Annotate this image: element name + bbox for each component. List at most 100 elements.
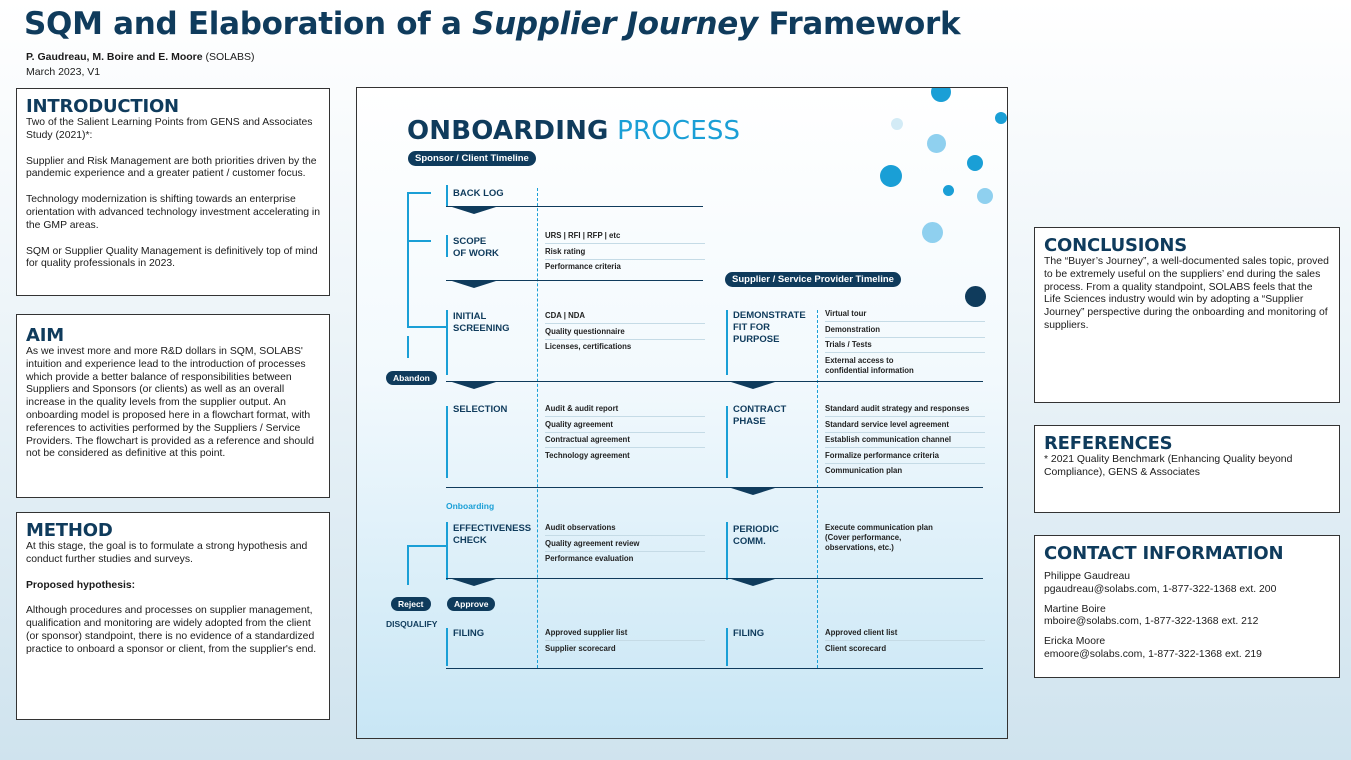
references-heading: REFERENCES xyxy=(1044,433,1173,454)
detail-item: Supplier scorecard xyxy=(545,643,616,653)
method-box: METHOD At this stage, the goal is to for… xyxy=(16,512,330,720)
step-separator xyxy=(446,578,983,580)
step-arrow xyxy=(731,488,775,495)
contact-name: Philippe Gaudreau xyxy=(1044,571,1131,582)
aim-paragraph: As we invest more and more R&D dollars i… xyxy=(26,346,315,460)
conclusions-heading: CONCLUSIONS xyxy=(1044,235,1188,256)
screening-details: CDA | NDA Quality questionnaire Licenses… xyxy=(545,311,705,357)
supplier-track xyxy=(726,406,728,478)
decorative-dot xyxy=(891,118,903,130)
contact-details: pgaudreau@solabs.com, 1-877-322-1368 ext… xyxy=(1044,583,1277,595)
step-separator xyxy=(446,668,983,670)
detail-item: Trials / Tests xyxy=(825,340,985,353)
step-demonstrate-fit: DEMONSTRATE FIT FOR PURPOSE xyxy=(733,310,806,345)
step-arrow xyxy=(452,579,496,586)
reject-badge: Reject xyxy=(391,597,431,611)
detail-item: Virtual tour xyxy=(825,309,985,322)
decorative-dot xyxy=(977,188,993,204)
detail-item: Approved client list xyxy=(825,628,985,641)
detail-item: Demonstration xyxy=(825,325,985,338)
supplier-timeline-pill: Supplier / Service Provider Timeline xyxy=(725,272,901,287)
method-hypothesis-label: Proposed hypothesis: xyxy=(26,579,136,591)
scope-details: URS | RFI | RFP | etc Risk rating Perfor… xyxy=(545,231,705,277)
aim-heading: AIM xyxy=(26,325,64,346)
introduction-heading: INTRODUCTION xyxy=(26,96,179,117)
step-effectiveness-check: EFFECTIVENESS CHECK xyxy=(453,523,532,546)
detail-item: Audit observations xyxy=(545,523,705,536)
onboarding-label: Onboarding xyxy=(446,501,495,511)
decorative-dot xyxy=(927,134,946,153)
conclusions-paragraph: The “Buyer’s Journey”, a well-documented… xyxy=(1044,256,1329,331)
authors: P. Gaudreau, M. Boire and E. Moore (SOLA… xyxy=(26,51,255,63)
detail-item: Execute communication plan (Cover perfor… xyxy=(825,523,933,552)
arrow-backlog xyxy=(407,192,431,194)
step-separator xyxy=(446,206,703,208)
detail-item: Establish communication channel xyxy=(825,435,985,448)
method-paragraph: At this stage, the goal is to formulate … xyxy=(26,541,308,565)
sponsor-track xyxy=(446,310,448,375)
detail-item: Quality questionnaire xyxy=(545,327,705,340)
detail-item: Performance criteria xyxy=(545,262,621,271)
introduction-box: INTRODUCTION Two of the Salient Learning… xyxy=(16,88,330,296)
intro-paragraph: Supplier and Risk Management are both pr… xyxy=(26,155,317,180)
contact-details: emoore@solabs.com, 1-877-322-1368 ext. 2… xyxy=(1044,648,1262,660)
detail-item: Licenses, certifications xyxy=(545,342,632,351)
demonstrate-details: Virtual tour Demonstration Trials / Test… xyxy=(825,309,985,380)
sponsor-track xyxy=(446,628,448,666)
reject-arrow xyxy=(407,545,447,547)
contact-name: Ericka Moore xyxy=(1044,636,1106,648)
detail-item: Communication plan xyxy=(825,466,903,475)
sponsor-track xyxy=(446,185,448,207)
filing-sponsor-details: Approved supplier list Supplier scorecar… xyxy=(545,628,705,658)
decorative-dot xyxy=(995,112,1007,124)
step-arrow xyxy=(452,207,496,214)
decorative-dot xyxy=(965,286,986,307)
decorative-dot xyxy=(880,165,902,187)
references-paragraph: * 2021 Quality Benchmark (Enhancing Qual… xyxy=(1044,454,1293,478)
sponsor-track xyxy=(446,235,448,257)
step-filing-sponsor: FILING xyxy=(453,628,485,639)
contract-details: Standard audit strategy and responses St… xyxy=(825,404,985,481)
supplier-track xyxy=(726,522,728,580)
decorative-dot xyxy=(943,185,954,196)
intro-paragraph: SQM or Supplier Quality Management is de… xyxy=(26,245,318,270)
detail-item: Quality agreement xyxy=(545,420,705,433)
step-separator xyxy=(446,280,703,282)
detail-item: URS | RFI | RFP | etc xyxy=(545,231,705,244)
arrow-scope xyxy=(407,240,431,242)
method-paragraph: Although procedures and processes on sup… xyxy=(26,605,317,655)
step-separator xyxy=(446,487,983,489)
decorative-dot xyxy=(931,88,951,102)
detail-item: CDA | NDA xyxy=(545,311,705,324)
loop-line xyxy=(407,192,409,327)
filing-supplier-details: Approved client list Client scorecard xyxy=(825,628,985,658)
detail-item: Technology agreement xyxy=(545,450,630,460)
contact-name: Martine Boire xyxy=(1044,603,1106,615)
sponsor-timeline-pill: Sponsor / Client Timeline xyxy=(408,151,536,166)
selection-details: Audit & audit report Quality agreement C… xyxy=(545,404,705,465)
onboarding-flowchart: ONBOARDING PROCESS Sponsor / Client Time… xyxy=(356,87,1008,739)
effectiveness-details: Audit observations Quality agreement rev… xyxy=(545,523,705,569)
step-arrow xyxy=(452,281,496,288)
detail-item: Risk rating xyxy=(545,247,705,260)
abandon-line xyxy=(407,336,409,358)
supplier-track xyxy=(726,628,728,666)
step-backlog: BACK LOG xyxy=(453,188,504,199)
sponsor-track xyxy=(446,522,448,580)
decorative-dot xyxy=(922,222,943,243)
supplier-track xyxy=(726,310,728,375)
flowchart-title: ONBOARDING PROCESS xyxy=(407,116,741,146)
sponsor-track xyxy=(446,406,448,478)
step-filing-supplier: FILING xyxy=(733,628,765,639)
periodic-details: Execute communication plan (Cover perfor… xyxy=(825,523,985,558)
aim-box: AIM As we invest more and more R&D dolla… xyxy=(16,314,330,498)
step-initial-screening: INITIAL SCREENING xyxy=(453,311,510,334)
supplier-divider xyxy=(817,310,818,668)
method-heading: METHOD xyxy=(26,520,113,541)
poster-title: SQM and Elaboration of a Supplier Journe… xyxy=(24,6,961,42)
step-periodic-comm: PERIODIC COMM. xyxy=(733,524,779,547)
